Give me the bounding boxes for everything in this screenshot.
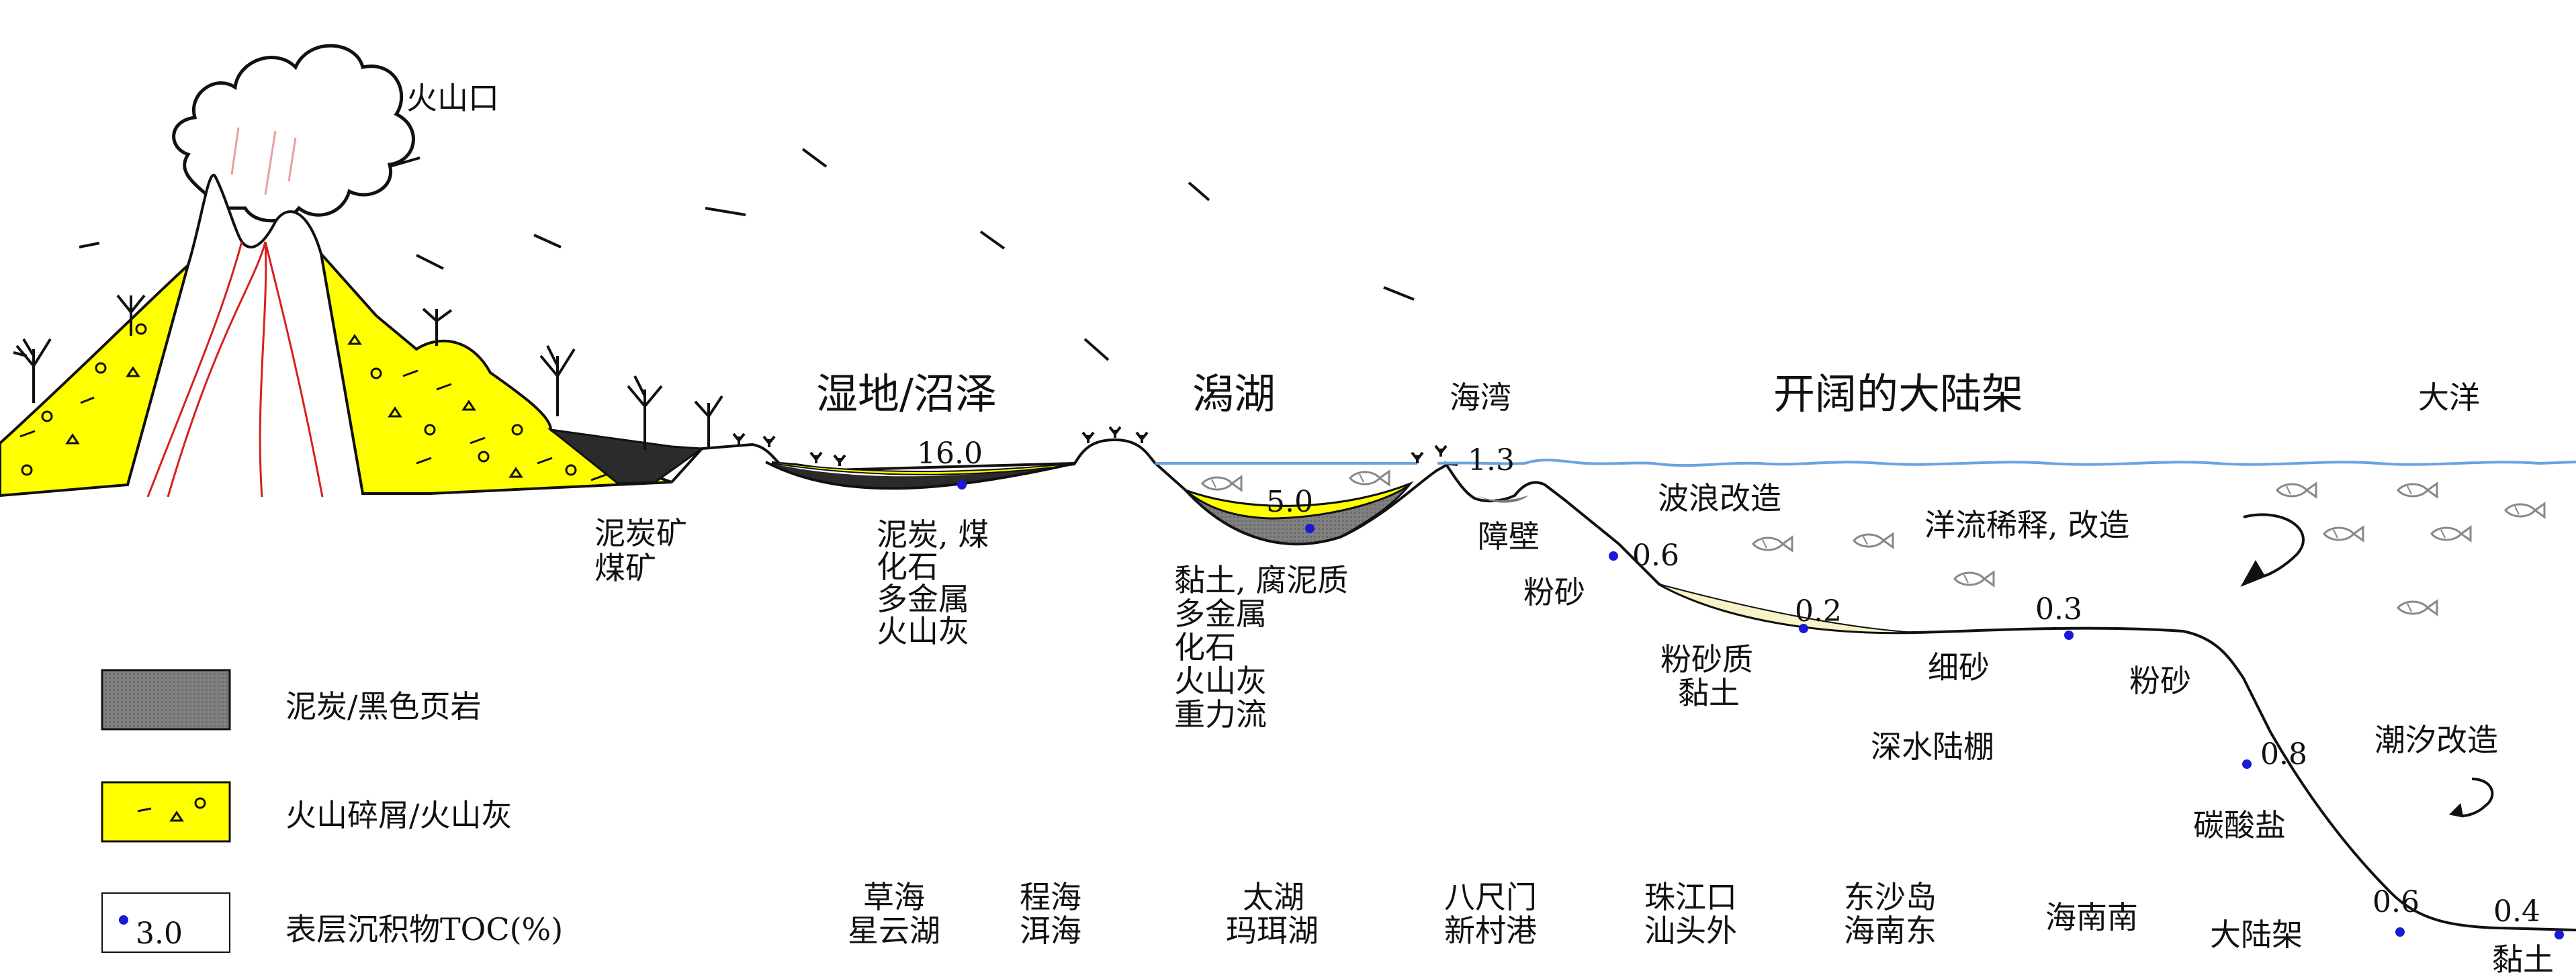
fish-icon (1201, 470, 2546, 616)
peat-coal-layer (547, 428, 705, 485)
location-2-line-1: 程海 (1020, 879, 1081, 915)
toc-lagoon: 5.0 (1266, 485, 1313, 519)
lagoon-sediment-5: 重力流 (1174, 696, 1267, 733)
bay-label: 海湾 (1450, 379, 1511, 416)
barrier-label: 障壁 (1478, 518, 1540, 555)
toc-deep-b: 0.4 (2493, 894, 2540, 929)
location-5-line-1: 珠江口 (1644, 879, 1737, 915)
legend-label-volcanic: 火山碎屑/火山灰 (285, 797, 513, 833)
legend-swatch-volcanic (101, 781, 231, 843)
location-1-line-2: 星云湖 (848, 913, 940, 949)
toc-wetland: 16.0 (917, 436, 983, 471)
wetland-sediment-2: 化石 (877, 549, 938, 585)
lagoon-sediment-3: 化石 (1174, 629, 1236, 665)
location-7-line-1: 海南南 (2045, 899, 2138, 935)
coal-mine-label: 煤矿 (594, 550, 656, 586)
silty-clay-layer (1658, 584, 1915, 634)
silty-clay-label-2: 黏土 (1678, 675, 1740, 711)
location-6-line-2: 海南东 (1844, 913, 1937, 949)
fine-sand-label: 细砂 (1928, 649, 1990, 686)
wetland-label: 湿地/沼泽 (816, 369, 997, 418)
toc-shelf-c: 0.3 (2035, 592, 2082, 626)
legend: 泥炭/黑色页岩 火山碎屑/火山灰 3.0 表层沉积物TOC(%) (101, 669, 563, 953)
toc-deep-a: 0.6 (2372, 885, 2419, 919)
location-6-line-1: 东沙岛 (1844, 879, 1937, 915)
deep-shelf-label: 深水陆棚 (1871, 729, 1994, 765)
ground-profile (547, 428, 2576, 931)
wetland-sediment-3: 多金属 (877, 581, 969, 617)
wave-reworking-label: 波浪改造 (1658, 480, 1781, 516)
lagoon-ash-layer (1185, 482, 1412, 520)
location-1-line-1: 草海 (863, 879, 925, 915)
location-2-line-2: 洱海 (1020, 913, 1081, 949)
toc-shelf-b: 0.2 (1795, 594, 1842, 629)
location-4-line-2: 新村港 (1444, 913, 1537, 949)
volcano (0, 44, 1415, 498)
lagoon-sediment-2: 多金属 (1174, 596, 1267, 632)
silty-clay-label-1: 粉砂质 (1660, 641, 1753, 678)
carbonate-label: 碳酸盐 (2193, 807, 2286, 843)
location-5-line-2: 汕头外 (1644, 913, 1737, 949)
sea-surface (1155, 459, 2576, 467)
current-dilution-label: 洋流稀释, 改造 (1924, 507, 2129, 543)
toc-bay: 1.3 (1468, 443, 1515, 477)
silt-shelf-label: 粉砂 (2129, 663, 2191, 699)
wetland-coal-layer (766, 462, 1075, 489)
lagoon-sediment-4: 火山灰 (1174, 663, 1267, 699)
lagoon-sediment-1: 黏土, 腐泥质 (1174, 562, 1348, 598)
location-3-line-1: 太湖 (1243, 879, 1304, 915)
toc-dots (957, 480, 2564, 939)
lagoon-label: 潟湖 (1192, 369, 1276, 418)
continental-slope-label: 大陆架 (2210, 917, 2303, 953)
legend-sample-toc: 3.0 (136, 917, 183, 951)
wetland-sediment-4: 火山灰 (877, 613, 969, 649)
tidal-reworking-label: 潮汐改造 (2374, 722, 2498, 758)
crater-smoke-icon (172, 44, 415, 223)
toc-shelf-a: 0.6 (1632, 539, 1679, 573)
location-4-line-1: 八尺门 (1444, 879, 1537, 915)
peat-mine-label: 泥炭矿 (594, 515, 687, 551)
location-3-line-2: 玛珥湖 (1226, 913, 1319, 949)
clay-label: 黏土 (2492, 941, 2554, 975)
legend-label-peat: 泥炭/黑色页岩 (285, 688, 482, 725)
crater-label: 火山口 (406, 80, 499, 116)
wetland-sediment-1: 泥炭, 煤 (877, 516, 989, 553)
toc-slope: 0.8 (2260, 737, 2307, 772)
legend-swatch-peat (101, 669, 231, 731)
swirl-arrow-icon (2240, 513, 2494, 818)
ocean-label: 大洋 (2418, 379, 2480, 416)
legend-label-toc: 表层沉积物TOC(%) (285, 911, 563, 947)
tree-icon (13, 294, 723, 450)
bay-peat-layer (1478, 496, 1528, 503)
shelf-label: 开阔的大陆架 (1773, 369, 2023, 418)
silt-bay-label: 粉砂 (1523, 574, 1585, 610)
